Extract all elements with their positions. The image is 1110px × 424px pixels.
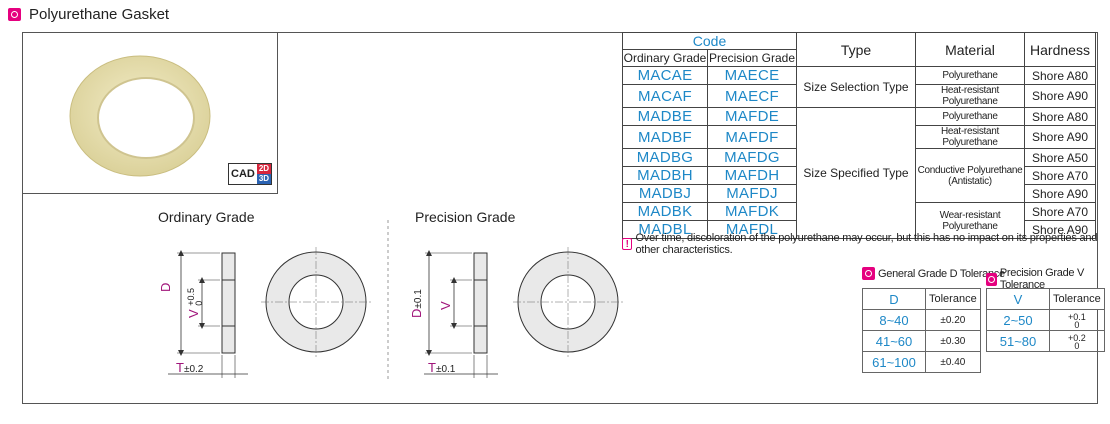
tol-d-value: ±0.30: [925, 330, 981, 352]
material-cell: Wear-resistant Polyurethane: [915, 202, 1025, 239]
ord-v-letter: V: [186, 309, 201, 318]
tol-v-lower: 0: [1074, 320, 1080, 330]
hardness-cell: Shore A90: [1024, 220, 1096, 239]
hardness-cell: Shore A50: [1024, 148, 1096, 167]
tol-d-col2: Tolerance: [925, 288, 981, 310]
tol-d-col1: D: [862, 288, 926, 310]
tol-v-lower: 0: [1074, 341, 1080, 351]
spec-table: Code Type Material Hardness Ordinary Gra…: [622, 32, 1096, 239]
cad-3d[interactable]: 3D: [256, 174, 272, 184]
code-precision: MAFDF: [707, 125, 797, 149]
ordinary-grade-title: Ordinary Grade: [158, 209, 255, 225]
cad-2d[interactable]: 2D: [256, 164, 272, 174]
hardness-cell: Shore A90: [1024, 184, 1096, 203]
section-bullet-icon: [8, 8, 21, 21]
tol-d-title-text: General Grade D Tolerance: [878, 267, 1005, 280]
cad-label: CAD: [231, 168, 255, 180]
hardness-cell: Shore A90: [1024, 125, 1096, 149]
code-ordinary: MADBF: [622, 125, 708, 149]
type-cell: Size Selection Type: [796, 66, 916, 108]
hardness-cell: Shore A70: [1024, 166, 1096, 185]
code-header: Code: [622, 32, 797, 50]
tol-v-col2: Tolerance: [1049, 288, 1105, 310]
ord-d-label: D: [158, 282, 173, 292]
ord-t-tol: ±0.2: [183, 364, 204, 375]
section-bullet-icon: [862, 267, 875, 280]
code-precision: MAFDJ: [707, 184, 797, 203]
precision-grade-title: Precision Grade: [415, 209, 516, 225]
section-bullet-icon: [986, 272, 997, 286]
type-cell: Size Specified Type: [796, 107, 916, 239]
tol-v-upper: +0.1: [1067, 312, 1086, 322]
tol-d-value: ±0.40: [925, 351, 981, 373]
tol-d-table: D Tolerance 8~40±0.20 41~60±0.30 61~100±…: [862, 288, 981, 373]
code-ordinary: MACAE: [622, 66, 708, 85]
precision-header: Precision Grade: [707, 49, 797, 67]
code-ordinary: MADBJ: [622, 184, 708, 203]
material-cell: Polyurethane: [915, 107, 1025, 126]
gasket-photo-icon: [69, 55, 211, 177]
code-ordinary: MADBG: [622, 148, 708, 167]
product-frame: [22, 32, 1098, 404]
material-antistatic: (Antistatic): [948, 175, 992, 187]
cad-badge[interactable]: CAD 2D 3D: [228, 163, 273, 185]
hardness-cell: Shore A80: [1024, 107, 1096, 126]
tol-d-title: General Grade D Tolerance: [862, 267, 1005, 280]
hardness-cell: Shore A80: [1024, 66, 1096, 85]
hardness-cell: Shore A70: [1024, 202, 1096, 221]
code-precision: MAECE: [707, 66, 797, 85]
tol-v-col1: V: [986, 288, 1050, 310]
code-ordinary: MACAF: [622, 84, 708, 108]
pre-d-tol: ±0.1: [413, 289, 424, 309]
code-ordinary: MADBH: [622, 166, 708, 185]
discoloration-note: ! Over time, discoloration of the polyur…: [622, 232, 1110, 256]
material-cell: Polyurethane: [915, 66, 1025, 85]
pre-d-label: D±0.1: [409, 289, 424, 318]
pre-t-letter: T: [428, 360, 436, 375]
note-text: Over time, discoloration of the polyuret…: [635, 232, 1098, 256]
pre-v-label: V: [438, 301, 453, 310]
section-title: Polyurethane Gasket: [8, 6, 169, 23]
ord-t-label: T±0.2: [176, 360, 203, 375]
tol-d-range: 8~40: [862, 309, 926, 331]
material-cell: Conductive Polyurethane (Antistatic): [915, 148, 1025, 203]
code-precision: MAFDK: [707, 202, 797, 221]
ord-t-letter: T: [176, 360, 184, 375]
material-conductive: Conductive Polyurethane: [917, 164, 1023, 176]
hardness-cell: Shore A90: [1024, 84, 1096, 108]
tol-d-range: 61~100: [862, 351, 926, 373]
pre-d-letter: D: [409, 308, 424, 318]
tol-d-value: ±0.20: [925, 309, 981, 331]
hardness-header: Hardness: [1024, 32, 1096, 67]
code-ordinary: MADBK: [622, 202, 708, 221]
section-title-text: Polyurethane Gasket: [29, 6, 170, 23]
pre-t-label: T±0.1: [428, 360, 455, 375]
code-precision: MAECF: [707, 84, 797, 108]
ordinary-header: Ordinary Grade: [622, 49, 708, 67]
ord-v-lower: 0: [193, 300, 204, 306]
material-cell: Heat-resistant Polyurethane: [915, 84, 1025, 108]
tol-v-range: 51~80: [986, 330, 1050, 352]
type-header: Type: [796, 32, 916, 67]
tol-v-upper: +0.2: [1067, 333, 1086, 343]
warning-icon: !: [622, 238, 633, 250]
pre-t-tol: ±0.1: [435, 364, 456, 375]
material-cell: Heat-resistant Polyurethane: [915, 125, 1025, 149]
code-precision: MAFDH: [707, 166, 797, 185]
code-precision: MAFDG: [707, 148, 797, 167]
material-header: Material: [915, 32, 1025, 67]
product-photo: [22, 32, 278, 194]
code-precision: MAFDL: [707, 220, 797, 239]
code-ordinary: MADBE: [622, 107, 708, 126]
tol-d-range: 41~60: [862, 330, 926, 352]
code-precision: MAFDE: [707, 107, 797, 126]
tol-v-range: 2~50: [986, 309, 1050, 331]
